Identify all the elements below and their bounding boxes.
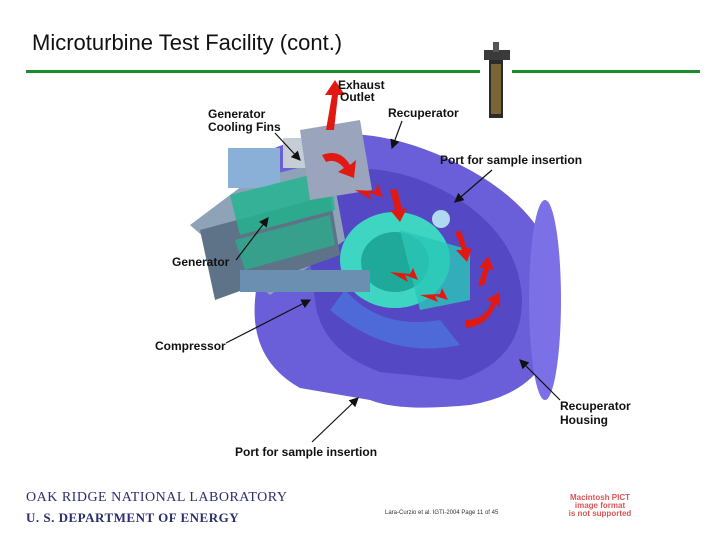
slide-title: Microturbine Test Facility (cont.) (32, 30, 343, 55)
pict-line2: image format (574, 501, 626, 510)
footer-citation: Lara-Curzio et al. IGTI-2004 Page 11 of … (385, 510, 499, 516)
label-recuperator: Recuperator (388, 106, 459, 120)
label-exhaust-line2: Outlet (340, 90, 375, 104)
label-gen-fins-line1: Generator (208, 107, 266, 121)
label-generator: Generator (172, 255, 230, 269)
generator-shape (190, 138, 345, 300)
label-exhaust-line1: Exhaust (338, 78, 385, 92)
org-name: OAK RIDGE NATIONAL LABORATORY (26, 490, 288, 505)
pict-line1: Macintosh PICT (569, 493, 630, 502)
label-housing-line2: Housing (560, 413, 608, 427)
org-department: U. S. DEPARTMENT OF ENERGY (26, 510, 240, 525)
title-rule-right (512, 70, 700, 73)
label-compressor: Compressor (155, 339, 226, 353)
label-gen-fins-line2: Cooling Fins (208, 120, 281, 134)
flow-arrows (322, 80, 500, 328)
label-port-top: Port for sample insertion (440, 153, 582, 167)
leader-lines (225, 120, 561, 443)
label-housing-line1: Recuperator (560, 399, 631, 413)
compressor-shape (240, 210, 470, 349)
sample-probe (484, 42, 510, 118)
label-port-bottom: Port for sample insertion (235, 445, 377, 459)
title-rule-left (26, 70, 480, 73)
pict-unsupported-notice: Macintosh PICT image format is not suppo… (548, 493, 652, 518)
pict-line3: is not supported (568, 509, 632, 518)
